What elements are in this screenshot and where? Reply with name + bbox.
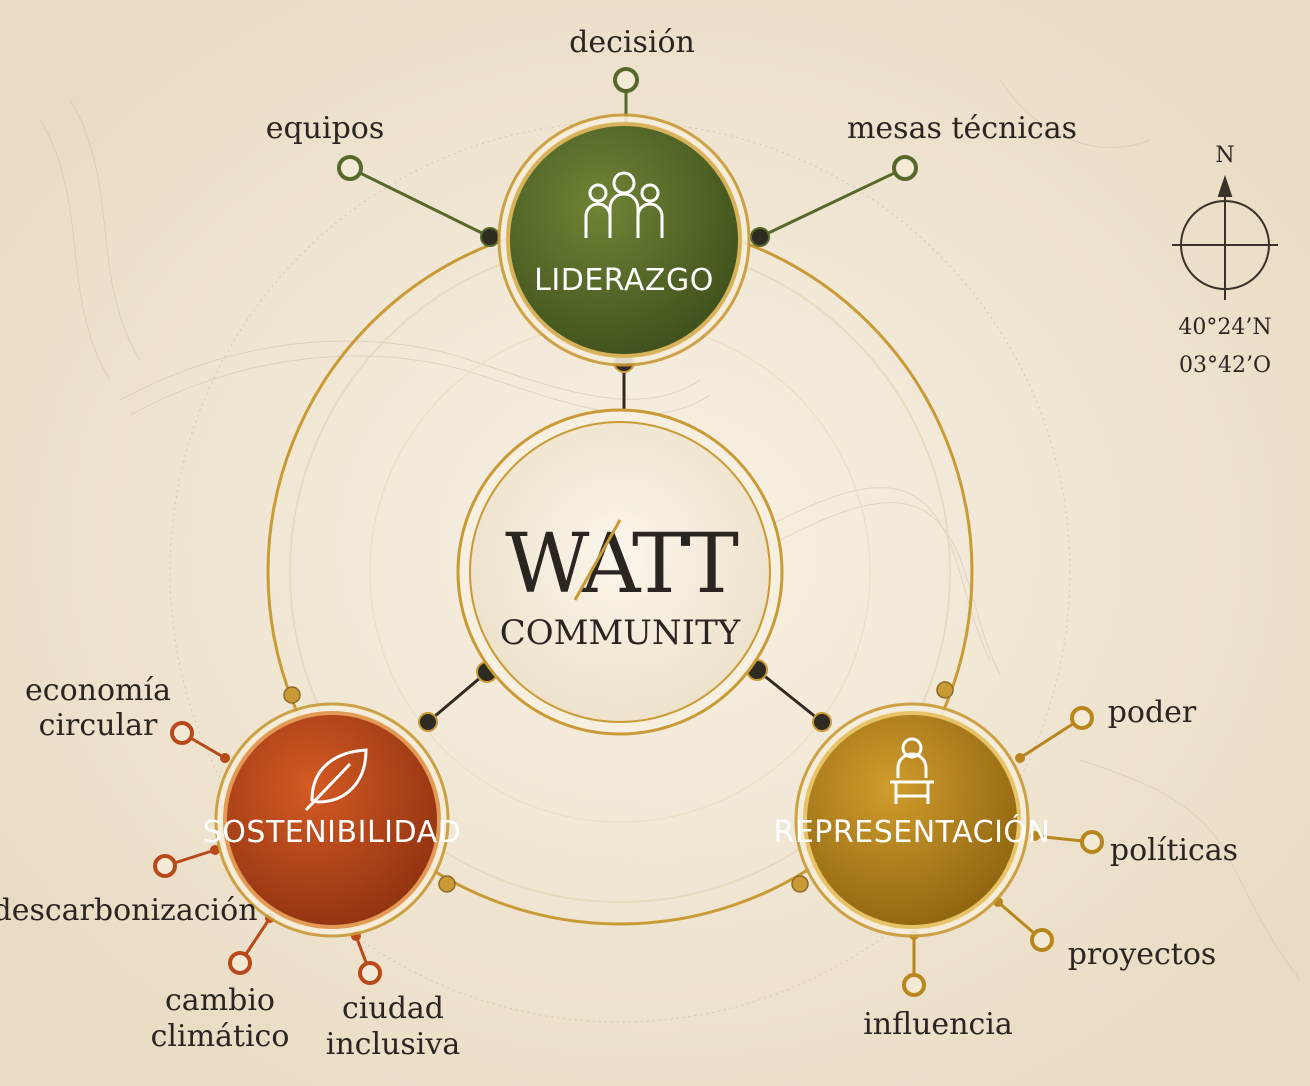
satellite-node-economia <box>170 721 194 745</box>
center-logo-circle: WATT COMMUNITY <box>456 408 784 736</box>
label-circular: circular <box>39 708 158 743</box>
label-poder: poder <box>1108 695 1197 730</box>
hub-representation-label: REPRESENTACIÓN <box>774 813 1051 850</box>
ring-nodes <box>283 681 954 893</box>
satellite-node-cambio <box>228 951 252 975</box>
compass-longitude: 03°42’O <box>1179 353 1271 378</box>
compass-north-label: N <box>1215 143 1234 168</box>
leaf-icon <box>304 748 368 812</box>
label-cambio: cambio <box>165 983 275 1018</box>
label-proyectos: proyectos <box>1068 937 1217 972</box>
satellite-node-equipos <box>337 155 363 181</box>
hub-leadership[interactable]: LIDERAZGO <box>497 113 751 367</box>
satellite-node-poder <box>1070 706 1094 730</box>
logo-slash <box>573 519 622 601</box>
label-politicas: políticas <box>1110 833 1238 868</box>
connector-nodes <box>418 351 832 732</box>
sustainability-nodes <box>153 721 382 985</box>
compass-latitude: 40°24’N <box>1178 315 1271 340</box>
leadership-satellites <box>337 67 918 247</box>
logo-subtitle: COMMUNITY <box>500 613 741 653</box>
hub-sustainability[interactable]: SOSTENIBILIDAD <box>203 702 461 938</box>
satellite-node-proyectos <box>1030 928 1054 952</box>
satellite-node-decision <box>613 67 639 93</box>
label-economia: economía <box>25 673 171 708</box>
label-equipos: equipos <box>266 111 385 146</box>
satellite-node-descarbonizacion <box>153 854 177 878</box>
speaker-at-podium-icon <box>890 737 934 804</box>
satellite-node-ciudad <box>358 961 382 985</box>
representation-junctions <box>909 753 1040 940</box>
logo-wordmark: WATT <box>505 517 738 612</box>
label-ciudad: ciudad <box>342 991 444 1026</box>
satellite-node-influencia <box>902 973 926 997</box>
label-inclusiva: inclusiva <box>326 1027 461 1062</box>
compass-rose-icon <box>1172 174 1278 300</box>
label-descarbonizacion: descarbonización <box>0 893 258 928</box>
label-mesas-tecnicas: mesas técnicas <box>847 111 1077 146</box>
label-climatico: climático <box>151 1019 290 1054</box>
representation-nodes <box>902 706 1104 997</box>
hub-representation[interactable]: REPRESENTACIÓN <box>774 702 1051 938</box>
hub-sustainability-label: SOSTENIBILIDAD <box>203 815 461 850</box>
map-texture <box>39 79 1301 981</box>
satellite-node-politicas <box>1080 830 1104 854</box>
label-influencia: influencia <box>863 1007 1013 1042</box>
satellite-node-mesas <box>892 155 918 181</box>
people-group-icon <box>584 171 664 238</box>
hub-leadership-label: LIDERAZGO <box>534 263 714 298</box>
label-decision: decisión <box>569 25 695 60</box>
